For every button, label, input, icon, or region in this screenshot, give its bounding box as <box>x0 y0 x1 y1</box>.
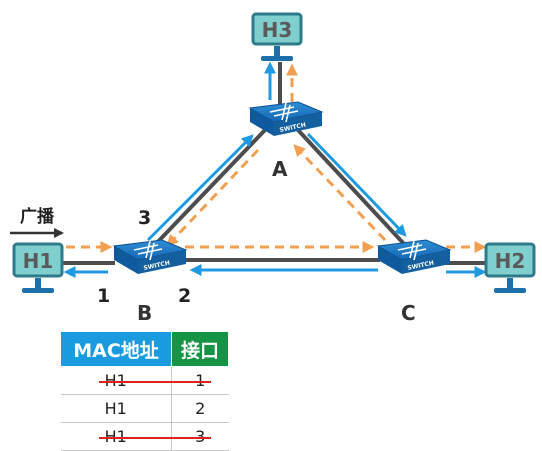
mac-table-cell-port: 3 <box>166 422 229 451</box>
host-h1-label: H1 <box>23 249 54 273</box>
arrow-a-to-c <box>306 132 407 237</box>
mac-table-cell-mac: H1 <box>60 366 177 395</box>
switch-c: SWITCH <box>376 239 452 274</box>
host-h1: H1 <box>12 242 64 293</box>
mac-table-header-mac: MAC地址 <box>60 331 172 367</box>
mac-table-cell-mac: H1 <box>60 422 177 451</box>
switch-b-label: B <box>137 301 152 325</box>
host-h3: H3 <box>251 12 303 61</box>
bcast-c-to-a <box>293 144 387 242</box>
host-h1-neck <box>35 278 41 288</box>
mac-table-row: H1 2 <box>60 394 229 423</box>
host-h1-base <box>22 288 54 293</box>
port-label-2: 2 <box>178 285 191 307</box>
bcast-a-to-b <box>166 148 260 247</box>
host-h3-neck <box>274 46 280 56</box>
host-h3-label: H3 <box>262 18 293 42</box>
host-h3-base <box>261 56 293 61</box>
host-h2: H2 <box>484 242 536 293</box>
forward-arrows <box>63 61 487 278</box>
mac-table-row: H1 3 <box>60 422 229 451</box>
switch-c-label: C <box>401 301 416 325</box>
host-h2-label: H2 <box>495 249 526 273</box>
switch-b: SWITCH <box>112 239 188 274</box>
host-h2-base <box>494 288 526 293</box>
arrow-b-to-a <box>146 134 254 242</box>
host-h1-screen <box>12 242 64 278</box>
port-label-1: 1 <box>97 285 110 307</box>
link-a-b <box>148 128 267 252</box>
mac-table-header-row: MAC地址 接口 <box>60 331 229 367</box>
mac-table-header-port: 接口 <box>171 331 229 367</box>
host-h2-screen <box>484 242 536 278</box>
broadcast-arrows <box>66 63 487 253</box>
mac-table-cell-mac: H1 <box>60 394 172 423</box>
switch-a-label: A <box>272 157 288 181</box>
switch-a-arrows-icon <box>269 102 299 123</box>
mac-table-cell-port: 1 <box>166 366 229 395</box>
host-h2-neck <box>507 278 513 288</box>
mac-table-cell-port: 2 <box>171 394 229 423</box>
switch-b-arrows-icon <box>133 240 163 261</box>
host-h3-screen <box>251 12 303 46</box>
port-label-3: 3 <box>138 207 151 229</box>
switch-a: SWITCH <box>248 101 324 136</box>
mac-table-row: H1 1 <box>60 366 229 395</box>
link-a-c <box>296 128 407 247</box>
broadcast-label: 广播 <box>20 206 55 227</box>
switch-c-arrows-icon <box>397 240 427 261</box>
mac-address-table: MAC地址 接口 H1 1 H1 2 H1 3 <box>60 331 229 451</box>
